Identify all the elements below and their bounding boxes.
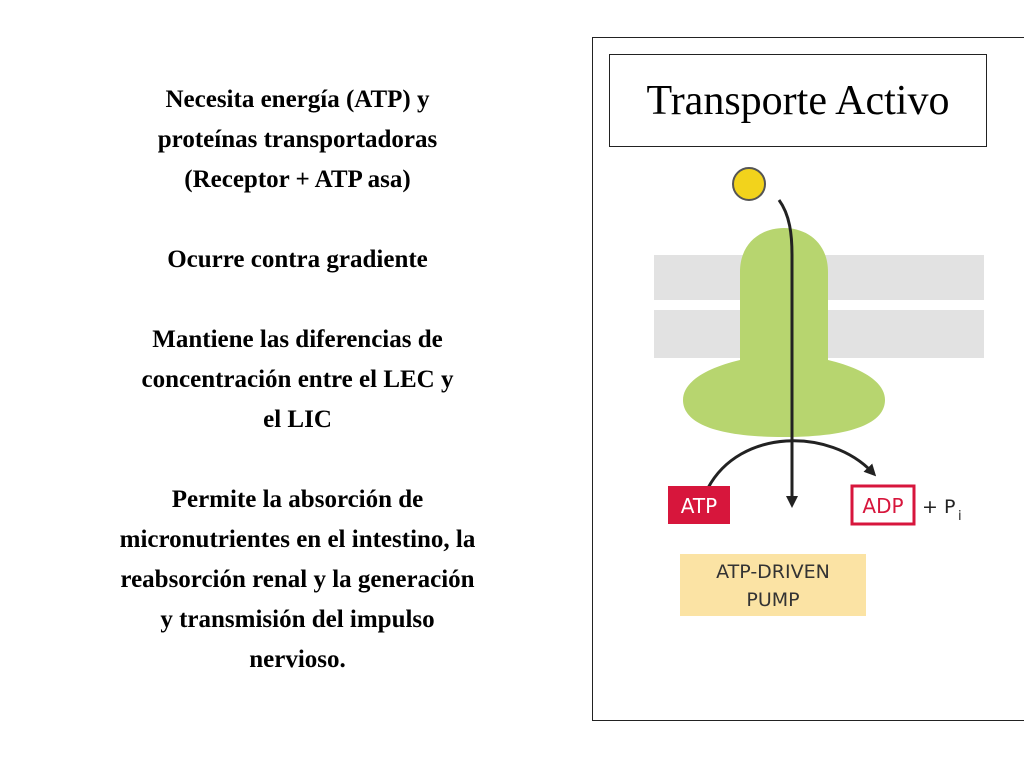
atp-hydrolysis-arrow xyxy=(706,439,877,489)
pump-label-line2: PUMP xyxy=(746,589,799,611)
gradient-paragraph: Ocurre contra gradiente xyxy=(167,246,428,273)
phosphate-subscript: i xyxy=(958,509,962,524)
pump-label-box xyxy=(680,554,866,616)
absorption-paragraph: Permite la absorción de micronutrientes … xyxy=(119,486,476,673)
active-transport-diagram: ATP ADP + P i ATP-DRIVEN PUMP xyxy=(654,167,984,616)
figure-frame xyxy=(592,37,1024,721)
solute-path-arrow xyxy=(777,199,798,508)
concentration-paragraph: Mantiene las diferencias de concentració… xyxy=(141,326,454,433)
atp-label: ATP xyxy=(681,494,717,518)
atp-box xyxy=(668,486,730,524)
figure-title: Transporte Activo xyxy=(609,54,987,147)
energy-paragraph: Necesita energía (ATP) y proteínas trans… xyxy=(157,86,438,193)
solute-molecule xyxy=(732,167,766,201)
carrier-protein xyxy=(683,228,885,437)
adp-box xyxy=(850,484,916,526)
adp-label: ADP xyxy=(862,494,903,518)
phosphate-label: + P xyxy=(922,496,955,518)
description-text: Necesita energía (ATP) y proteínas trans… xyxy=(40,80,555,680)
pump-label-line1: ATP-DRIVEN xyxy=(716,561,830,583)
